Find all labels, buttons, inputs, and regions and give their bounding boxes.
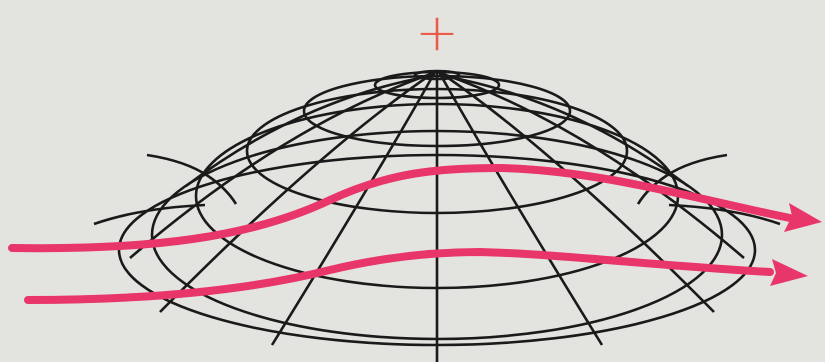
meridian-lines xyxy=(130,72,744,362)
meridian-line xyxy=(272,72,435,345)
flow-arrow-icon xyxy=(770,259,808,286)
plus-icon: + xyxy=(415,3,459,63)
meridian-line xyxy=(439,72,602,345)
rim-left-edge xyxy=(94,205,205,224)
flow-arrows xyxy=(12,168,822,300)
flow-arrow-lower xyxy=(28,252,770,300)
